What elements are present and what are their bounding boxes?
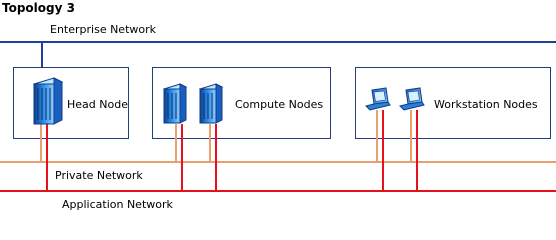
server-icon (32, 77, 64, 125)
head-node-box (13, 67, 129, 139)
workstation-nodes-label: Workstation Nodes (434, 98, 538, 111)
laptop-icon (399, 87, 425, 111)
enterprise-network-label: Enterprise Network (50, 23, 157, 36)
laptop-icon (365, 87, 391, 111)
head-node-label: Head Node (67, 98, 128, 111)
compute-nodes-label: Compute Nodes (235, 98, 323, 111)
server-icon (198, 83, 224, 124)
application-network-label: Application Network (62, 198, 174, 211)
private-network-label: Private Network (55, 169, 143, 182)
diagram-title: Topology 3 (2, 1, 75, 15)
server-icon (162, 83, 188, 124)
topology-diagram: Topology 3 Enterprise Network Private Ne… (0, 1, 556, 211)
